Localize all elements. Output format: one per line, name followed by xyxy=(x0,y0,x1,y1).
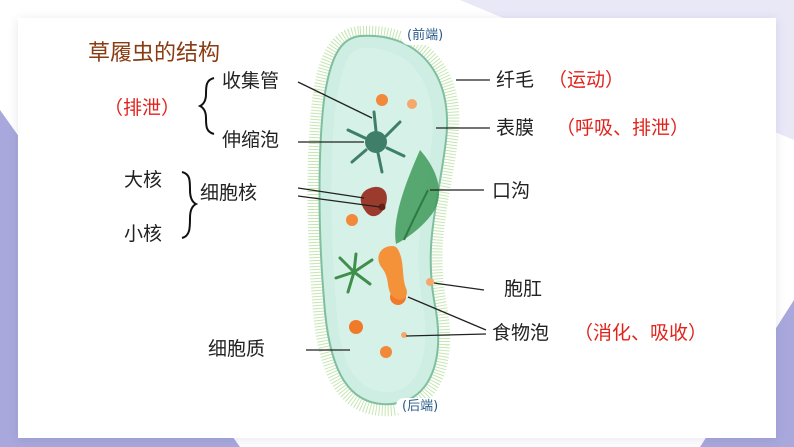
cytoplasm-label: 细胞质 xyxy=(208,338,266,360)
food-vacuole-label: 食物泡 xyxy=(492,322,550,344)
cilia-label: 纤毛 xyxy=(496,69,535,91)
excretion-note: （排泄） xyxy=(104,97,181,119)
pellicle-note: （呼吸、排泄） xyxy=(556,117,690,139)
gullet-shape xyxy=(378,246,407,300)
nucleus-label: 细胞核 xyxy=(200,182,258,204)
left-brace-upper xyxy=(197,77,215,135)
leader-lines xyxy=(297,79,490,351)
cilia-note: （运动） xyxy=(548,69,625,91)
front-end-label: (前端) xyxy=(401,27,450,45)
pellicle-label: 表膜 xyxy=(496,117,535,139)
collecting-tube-label: 收集管 xyxy=(222,70,280,92)
macronucleus-label: 大核 xyxy=(124,169,163,191)
food-vacuole-note: （消化、吸收） xyxy=(574,322,708,344)
contractile-vacuole-label: 伸缩泡 xyxy=(222,129,280,151)
left-brace-lower xyxy=(181,171,199,239)
back-end-label: (后端) xyxy=(396,398,445,416)
page-title: 草履虫的结构 xyxy=(88,41,221,66)
oral-groove-shape xyxy=(395,150,440,244)
micronucleus-label: 小核 xyxy=(124,223,163,245)
anal-pore-label: 胞肛 xyxy=(504,278,543,300)
micronucleus-shape xyxy=(378,203,386,211)
oral-groove-label: 口沟 xyxy=(492,180,531,202)
contractile-vacuole xyxy=(346,110,406,174)
contractile-vacuole-lower xyxy=(334,252,374,294)
